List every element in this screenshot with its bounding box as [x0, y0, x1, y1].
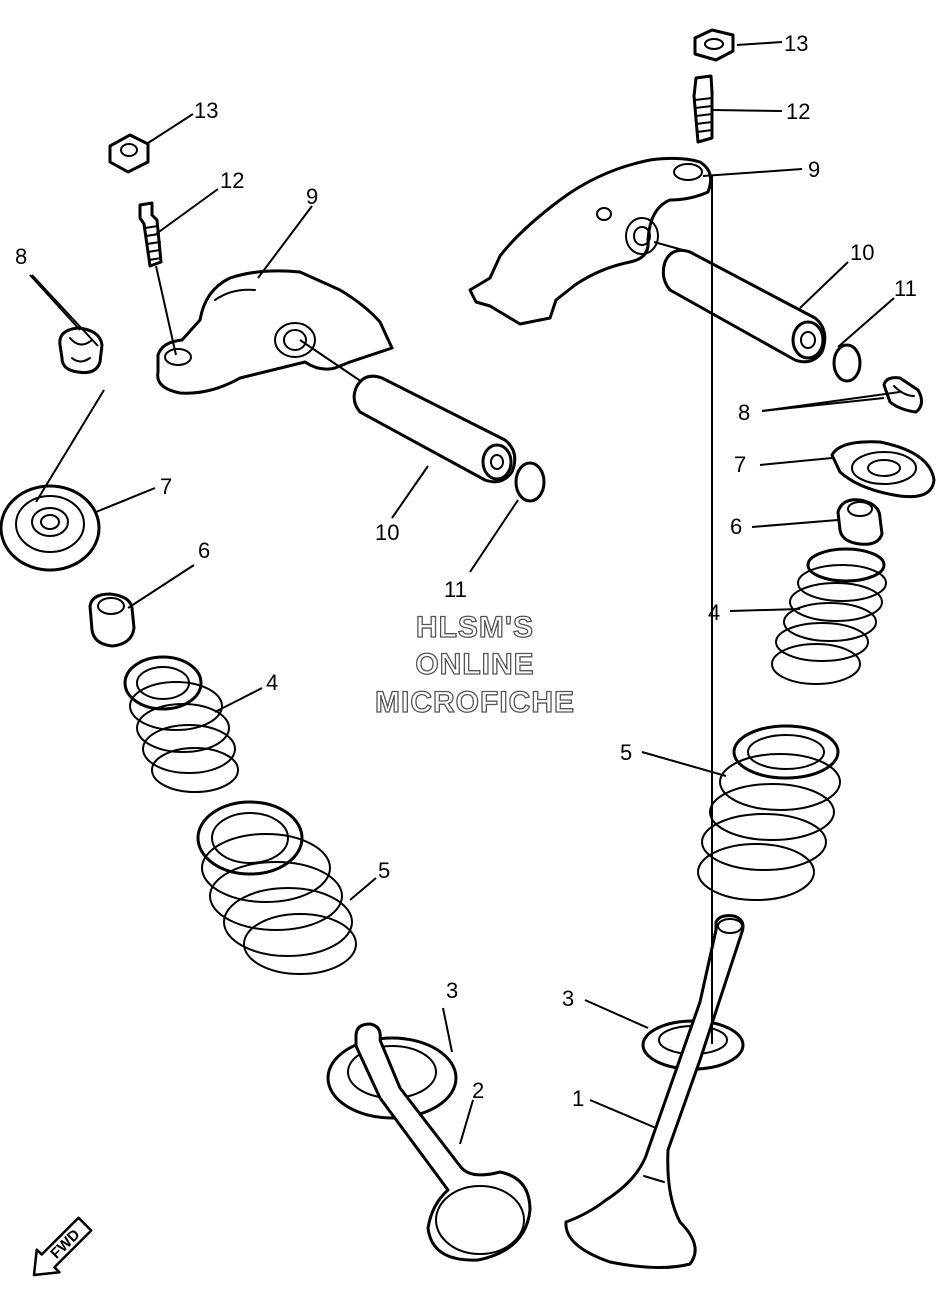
callout-13-left: 13 [194, 98, 218, 123]
callout-4-right: 4 [708, 600, 720, 625]
callout-10-left: 10 [375, 520, 399, 545]
spring-retainer-left [0, 484, 101, 572]
callout-6-right: 6 [730, 514, 742, 539]
nut-right [693, 28, 735, 62]
outer-spring-right [697, 724, 841, 901]
valve-left [354, 1022, 532, 1262]
watermark-line-1: HLSM'S [416, 611, 534, 644]
rocker-shaft-left [352, 374, 517, 484]
valve-cotter-left [58, 326, 104, 374]
watermark-line-3: MICROFICHE [375, 686, 575, 719]
callout-10-right: 10 [850, 240, 874, 265]
watermark: HLSM'S ONLINE MICROFICHE [374, 610, 575, 719]
leader-lines [29, 41, 901, 1145]
callout-9-right: 9 [808, 157, 820, 182]
callout-5-left: 5 [378, 858, 390, 883]
adjusting-screw-left [138, 201, 163, 268]
callout-5-right: 5 [620, 740, 632, 765]
valve-stem-seal-right [836, 498, 884, 546]
callout-13-right: 13 [784, 31, 808, 56]
o-ring-right [832, 343, 862, 383]
outer-spring-left [196, 800, 357, 975]
callout-8-left: 8 [15, 244, 27, 269]
callout-4-left: 4 [266, 670, 278, 695]
valve-cotter-right [882, 376, 923, 414]
forward-direction-arrow: FWD [32, 1216, 93, 1277]
inner-spring-left [123, 655, 239, 793]
fwd-arrow-icon [32, 1216, 93, 1277]
callout-6-left: 6 [198, 538, 210, 563]
spring-retainer-right [830, 440, 936, 499]
callout-11-left: 11 [444, 577, 467, 602]
callout-12-right: 12 [786, 99, 810, 124]
callout-numbers: 13 12 9 8 7 10 6 11 4 5 3 2 13 12 9 10 1… [15, 31, 917, 1111]
rocker-arm-left [156, 269, 394, 395]
o-ring-left [514, 461, 546, 503]
callout-12-left: 12 [220, 168, 244, 193]
callout-3-right: 3 [562, 986, 574, 1011]
callout-7-left: 7 [160, 474, 172, 499]
nut-left [108, 133, 150, 174]
callout-3-left: 3 [446, 978, 458, 1003]
valve-right [564, 914, 745, 1270]
watermark-line-2: ONLINE [415, 648, 534, 681]
callout-2: 2 [472, 1078, 484, 1103]
rocker-arm-right [468, 156, 713, 326]
inner-spring-right [771, 547, 887, 685]
callout-9-left: 9 [306, 184, 318, 209]
callout-11-right: 11 [894, 276, 917, 301]
callout-1: 1 [572, 1086, 584, 1111]
valve-stem-seal-left [88, 592, 136, 648]
adjusting-screw-right [692, 74, 714, 144]
callout-7-right: 7 [734, 452, 746, 477]
callout-8-right: 8 [738, 400, 750, 425]
